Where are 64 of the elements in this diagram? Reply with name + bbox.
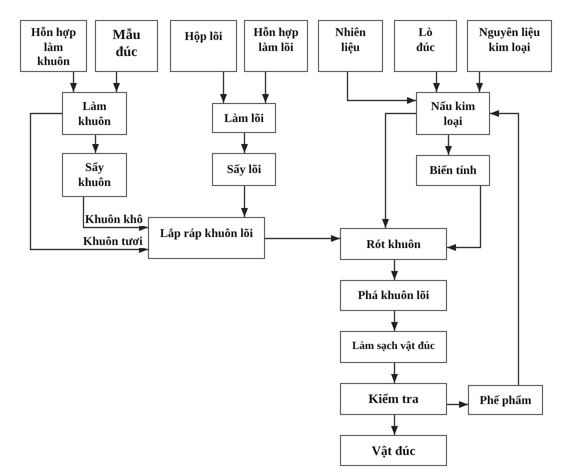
process-box: [95, 20, 158, 72]
step-text: Hộp lõi: [184, 29, 222, 44]
step-text: Rót khuôn: [366, 236, 421, 252]
process-box: [416, 155, 490, 186]
step-text: Nguyên liệu kim loại: [478, 25, 541, 54]
process-box: [340, 383, 447, 415]
arrow: [490, 110, 520, 385]
process-box: [416, 92, 490, 135]
arrow: [241, 133, 248, 153]
step-text: Phế phẩm: [480, 392, 532, 408]
arrow: [82, 197, 148, 231]
step-text: Kiểm tra: [368, 391, 419, 407]
process-box: [20, 20, 87, 72]
step-text: Làm sạch vật đúc: [352, 340, 435, 354]
process-box: [62, 92, 127, 135]
process-box: [244, 20, 308, 72]
step-text: Lắp ráp khuôn lõi: [160, 226, 254, 241]
arrow: [445, 135, 452, 155]
step-text: Hỗn hợp làm lõi: [252, 25, 300, 54]
step-text: Làm lõi: [224, 110, 264, 126]
process-box: [212, 153, 276, 186]
process-box: [468, 385, 543, 415]
process-box: [340, 280, 447, 311]
process-box: [170, 20, 237, 72]
step-text: Biến tính: [429, 163, 476, 178]
process-box: [212, 103, 276, 133]
process-box: [340, 435, 447, 466]
process-box: [394, 20, 457, 72]
arrow: [433, 72, 440, 92]
process-box: [340, 228, 447, 260]
arrow: [30, 112, 148, 253]
arrow: [241, 186, 248, 217]
step-text: Sấy khuôn: [77, 160, 112, 190]
process-box: [62, 153, 127, 197]
arrow: [92, 135, 99, 153]
step-text: Nhiên liệu: [334, 25, 367, 54]
edge-label: Khuôn tươi: [82, 234, 144, 248]
step-text: Làm khuôn: [77, 98, 112, 128]
arrow: [391, 260, 398, 280]
arrow: [265, 235, 340, 242]
step-text: Mẫu đúc: [112, 27, 140, 62]
process-box: [318, 20, 383, 72]
edge-label: Khuôn khô: [84, 212, 144, 226]
arrow: [391, 311, 398, 331]
arrow: [391, 415, 398, 435]
arrow: [447, 186, 482, 251]
arrow: [476, 72, 483, 92]
arrow: [113, 72, 120, 92]
arrow: [447, 401, 468, 408]
step-text: Lò đúc: [415, 25, 436, 54]
step-text: Hỗn hợp làm khuôn: [30, 25, 77, 69]
step-text: Vật đúc: [372, 442, 416, 458]
step-text: Phá khuôn lõi: [358, 288, 430, 303]
arrow: [382, 112, 416, 228]
step-text: Sấy lõi: [226, 162, 262, 177]
arrow: [70, 72, 77, 92]
arrow: [346, 72, 416, 104]
arrow: [391, 363, 398, 383]
arrow: [262, 72, 269, 103]
process-box: [340, 331, 447, 363]
step-text: Nấu kim loại: [430, 98, 476, 128]
process-box: [467, 20, 552, 72]
arrow: [220, 72, 227, 103]
process-box: [148, 217, 265, 259]
